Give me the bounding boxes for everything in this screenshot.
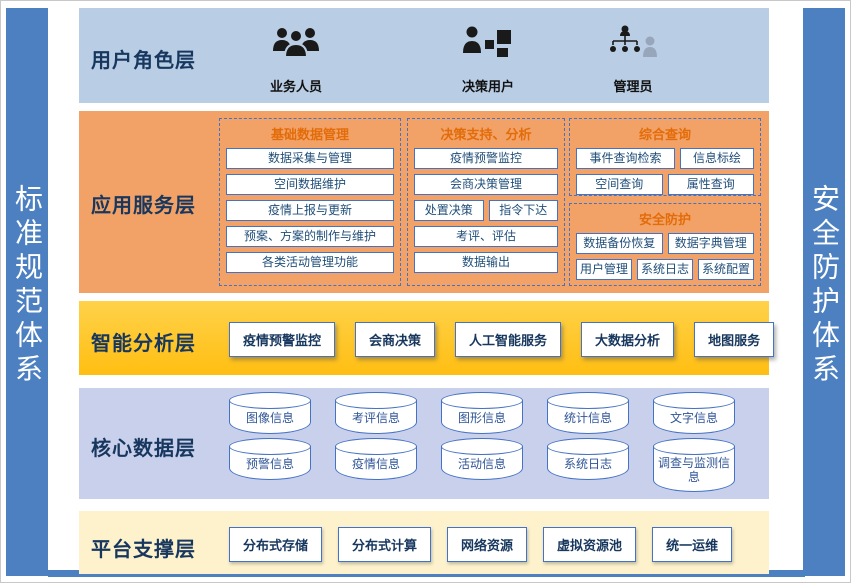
platform-resource-button: 分布式存储 [229, 527, 323, 562]
decision-user-icon [461, 24, 515, 69]
layer-platform-support-title: 平台支撑层 [91, 539, 196, 561]
data-store-cylinder: 统计信息 [547, 392, 629, 434]
data-store-row-2: 预警信息 疫情信息 活动信息 系统日志 调查与监测信息 [229, 438, 735, 492]
app-service-item: 系统配置 [698, 259, 754, 280]
role-business-staff: 业务人员 [241, 24, 351, 95]
app-service-item: 事件查询检索 [576, 148, 676, 169]
role-label: 决策用户 [461, 79, 514, 94]
app-service-item: 疫情预警监控 [414, 148, 558, 169]
data-store-cylinder: 文字信息 [653, 392, 735, 434]
role-decision-user: 决策用户 [433, 24, 543, 95]
group-decision-support: 决策支持、分析 疫情预警监控 会商决策管理 处置决策 指令下达 考评、评估 数据… [407, 118, 565, 286]
data-store-cylinder: 图像信息 [229, 392, 311, 434]
analysis-service-button: 人工智能服务 [455, 322, 562, 357]
cylinder-label: 统计信息 [563, 411, 612, 426]
business-staff-icon [272, 24, 320, 69]
cylinder-label: 疫情信息 [351, 457, 400, 472]
cylinder-label: 图形信息 [457, 411, 506, 426]
data-store-row-1: 图像信息 考评信息 图形信息 统计信息 文字信息 [229, 392, 735, 434]
app-service-item: 处置决策 [414, 200, 484, 221]
analysis-service-button: 疫情预警监控 [229, 322, 336, 357]
layer-core-data-title: 核心数据层 [91, 438, 196, 460]
cylinder-label: 系统日志 [563, 457, 612, 472]
data-store-cylinder: 图形信息 [441, 392, 523, 434]
app-service-item: 用户管理 [576, 259, 632, 280]
group-basic-data-management: 基础数据管理 数据采集与管理 空间数据维护 疫情上报与更新 预案、方案的制作与维… [219, 118, 401, 286]
app-service-item: 数据字典管理 [667, 233, 754, 254]
app-service-item: 空间查询 [576, 174, 663, 195]
analysis-service-button: 地图服务 [694, 322, 775, 357]
group-title: 基础数据管理 [270, 127, 349, 142]
cylinder-label: 图像信息 [245, 411, 294, 426]
group-title: 综合查询 [638, 127, 691, 142]
role-label: 管理员 [613, 79, 653, 94]
app-service-item: 会商决策管理 [414, 174, 558, 195]
cylinder-label: 文字信息 [669, 411, 718, 426]
analysis-service-button: 大数据分析 [581, 322, 675, 357]
cylinder-label: 调查与监测信息 [657, 456, 730, 484]
app-service-item: 属性查询 [667, 174, 754, 195]
app-service-item: 考评、评估 [414, 226, 558, 247]
data-store-cylinder: 考评信息 [335, 392, 417, 434]
standards-system-bar: 标准规范体系 [6, 8, 48, 576]
layer-intelligent-analysis: 智能分析层 疫情预警监控 会商决策 人工智能服务 大数据分析 地图服务 [79, 301, 775, 375]
app-service-item: 预案、方案的制作与维护 [226, 226, 394, 247]
cylinder-label: 预警信息 [245, 457, 294, 472]
layer-app-service: 应用服务层 基础数据管理 数据采集与管理 空间数据维护 疫情上报与更新 预案、方… [79, 111, 769, 293]
app-service-item: 指令下达 [488, 200, 558, 221]
platform-resource-button: 统一运维 [652, 527, 733, 562]
cylinder-label: 考评信息 [351, 411, 400, 426]
app-service-item: 各类活动管理功能 [226, 252, 394, 273]
app-service-item: 空间数据维护 [226, 174, 394, 195]
layer-app-service-title: 应用服务层 [91, 195, 196, 217]
security-system-bar: 安全防护体系 [803, 8, 845, 576]
layer-platform-support: 平台支撑层 分布式存储 分布式计算 网络资源 虚拟资源池 统一运维 [79, 511, 769, 574]
app-service-item: 疫情上报与更新 [226, 200, 394, 221]
cylinder-label: 活动信息 [457, 457, 506, 472]
data-store-cylinder: 活动信息 [441, 438, 523, 480]
role-admin: 管理员 [578, 24, 688, 95]
group-comprehensive-query: 综合查询 事件查询检索 信息标绘 空间查询 属性查询 [569, 118, 761, 196]
app-service-item: 数据备份恢复 [576, 233, 663, 254]
platform-resources: 分布式存储 分布式计算 网络资源 虚拟资源池 统一运维 [229, 527, 733, 562]
platform-resource-button: 分布式计算 [338, 527, 432, 562]
app-service-item: 数据采集与管理 [226, 148, 394, 169]
layer-intelligent-analysis-title: 智能分析层 [91, 333, 196, 355]
role-label: 业务人员 [269, 79, 322, 94]
analysis-services: 疫情预警监控 会商决策 人工智能服务 大数据分析 地图服务 [229, 322, 775, 357]
group-title: 安全防护 [638, 212, 691, 227]
data-store-cylinder: 预警信息 [229, 438, 311, 480]
admin-icon [607, 24, 659, 69]
layer-user-role: 用户角色层 业务人员 [79, 8, 769, 103]
data-store-cylinder: 调查与监测信息 [653, 438, 735, 492]
analysis-service-button: 会商决策 [355, 322, 436, 357]
layer-user-role-title: 用户角色层 [91, 50, 196, 72]
app-service-item: 系统日志 [637, 259, 693, 280]
group-title: 决策支持、分析 [440, 127, 532, 142]
app-service-item: 数据输出 [414, 252, 558, 273]
data-store-cylinder: 疫情信息 [335, 438, 417, 480]
data-store-cylinder: 系统日志 [547, 438, 629, 480]
group-security-protection: 安全防护 数据备份恢复 数据字典管理 用户管理 系统日志 系统配置 [569, 203, 761, 286]
layer-core-data: 核心数据层 图像信息 考评信息 图形信息 统计信息 文字信息 预警信息 疫情信息… [79, 388, 769, 499]
app-service-item: 信息标绘 [680, 148, 754, 169]
platform-resource-button: 虚拟资源池 [543, 527, 637, 562]
platform-resource-button: 网络资源 [447, 527, 528, 562]
